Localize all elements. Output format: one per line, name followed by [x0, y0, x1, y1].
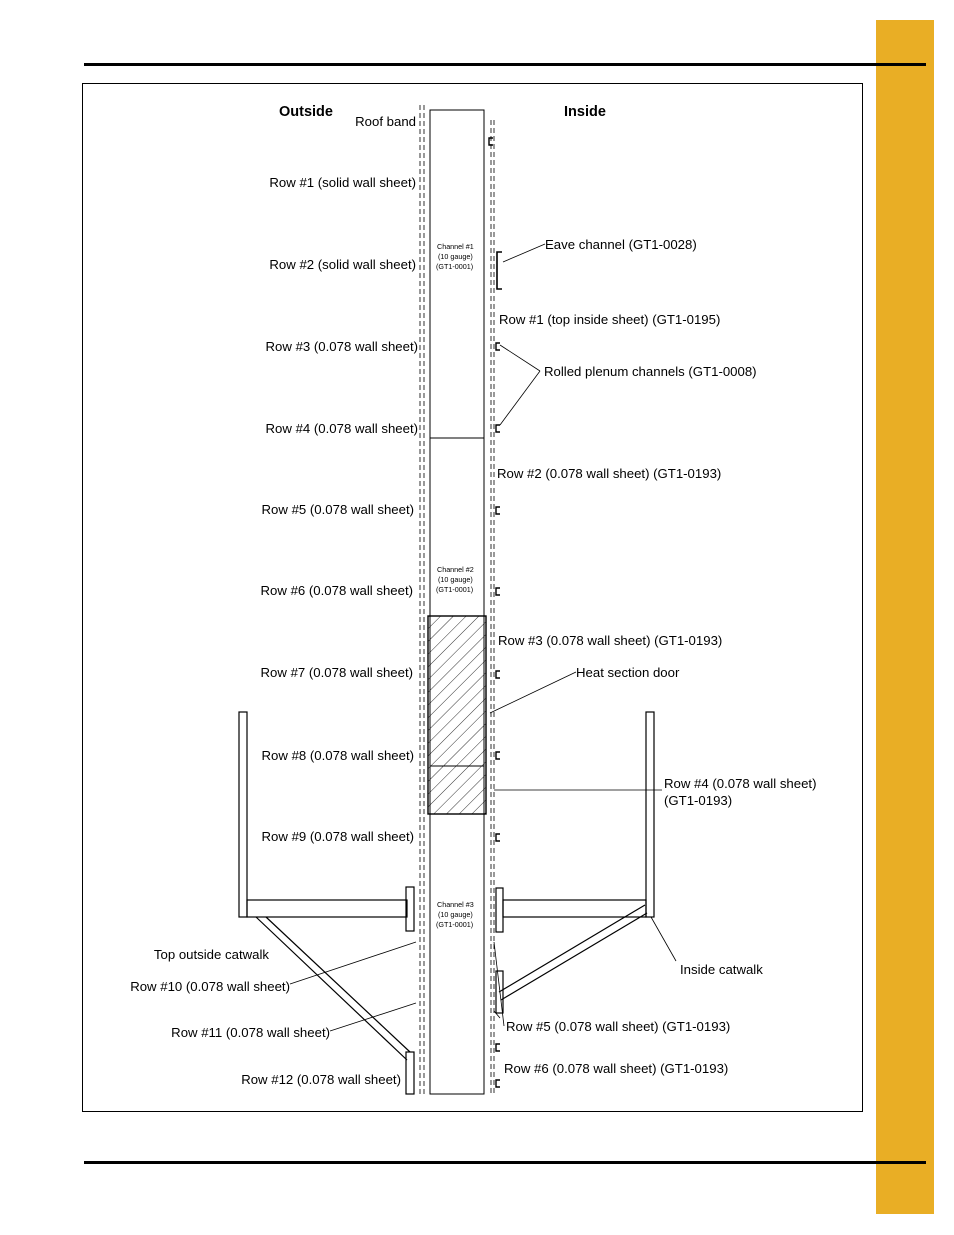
channel-2-name: Channel #2	[437, 565, 474, 574]
channel-2-gauge: (10 gauge)	[438, 575, 473, 584]
channel-1-gauge: (10 gauge)	[438, 252, 473, 261]
channel-1-note: Channel #1 (10 gauge) (GT1-0001)	[436, 242, 474, 271]
eave-channel	[496, 251, 502, 290]
bottom-rule	[84, 1161, 926, 1164]
outside-row-2-label: Row #2 (solid wall sheet)	[269, 257, 416, 272]
outside-row-3-label: Row #3 (0.078 wall sheet)	[266, 339, 418, 354]
leader-lines	[289, 243, 677, 1032]
channel-column	[429, 109, 485, 1095]
outside-row-1-label: Row #1 (solid wall sheet)	[269, 175, 416, 190]
inside-catwalk	[495, 711, 655, 1014]
channel-2-note: Channel #2 (10 gauge) (GT1-0001)	[436, 565, 474, 594]
outside-row-4-label: Row #4 (0.078 wall sheet)	[266, 421, 418, 436]
channel-3-note: Channel #3 (10 gauge) (GT1-0001)	[436, 900, 474, 929]
inside-row-1-label: Row #1 (top inside sheet) (GT1-0195)	[499, 312, 720, 327]
inside-row-3-label: Row #3 (0.078 wall sheet) (GT1-0193)	[498, 633, 722, 648]
inside-row-4-part: (GT1-0193)	[664, 793, 732, 808]
inside-row-5-label: Row #5 (0.078 wall sheet) (GT1-0193)	[506, 1019, 730, 1034]
channel-1-name: Channel #1	[437, 242, 474, 251]
inside-wall-sheets	[490, 120, 495, 1095]
channel-2-part: (GT1-0001)	[436, 585, 473, 594]
plenum-channels-label: Rolled plenum channels (GT1-0008)	[544, 364, 757, 379]
channel-1-part: (GT1-0001)	[436, 262, 473, 271]
rolled-plenum-channels	[488, 137, 500, 1088]
outside-row-8-label: Row #8 (0.078 wall sheet)	[262, 748, 414, 763]
eave-channel-label: Eave channel (GT1-0028)	[545, 237, 697, 252]
page-tab	[876, 20, 934, 1214]
top-outside-catwalk	[238, 711, 415, 1095]
outside-wall-sheets	[419, 105, 425, 1095]
figure-frame	[82, 83, 863, 1112]
outside-row-10-label: Row #10 (0.078 wall sheet)	[130, 979, 290, 994]
inside-catwalk-label: Inside catwalk	[680, 962, 763, 977]
roof-band-label: Roof band	[355, 114, 416, 129]
outside-row-6-label: Row #6 (0.078 wall sheet)	[261, 583, 413, 598]
inside-row-4-label: Row #4 (0.078 wall sheet)	[664, 776, 816, 791]
top-rule	[84, 63, 926, 66]
channel-3-gauge: (10 gauge)	[438, 910, 473, 919]
outside-row-9-label: Row #9 (0.078 wall sheet)	[262, 829, 414, 844]
outside-row-12-label: Row #12 (0.078 wall sheet)	[241, 1072, 401, 1087]
outside-header: Outside	[279, 104, 333, 120]
outside-row-5-label: Row #5 (0.078 wall sheet)	[262, 502, 414, 517]
inside-row-6-label: Row #6 (0.078 wall sheet) (GT1-0193)	[504, 1061, 728, 1076]
heat-section-door-label: Heat section door	[576, 665, 680, 680]
inside-row-2-label: Row #2 (0.078 wall sheet) (GT1-0193)	[497, 466, 721, 481]
heat-section-door	[427, 615, 487, 815]
inside-header: Inside	[564, 104, 606, 120]
channel-3-part: (GT1-0001)	[436, 920, 473, 929]
outside-row-7-label: Row #7 (0.078 wall sheet)	[261, 665, 413, 680]
top-outside-catwalk-label: Top outside catwalk	[154, 947, 269, 962]
channel-3-name: Channel #3	[437, 900, 474, 909]
outside-row-11-label: Row #11 (0.078 wall sheet)	[171, 1025, 330, 1040]
